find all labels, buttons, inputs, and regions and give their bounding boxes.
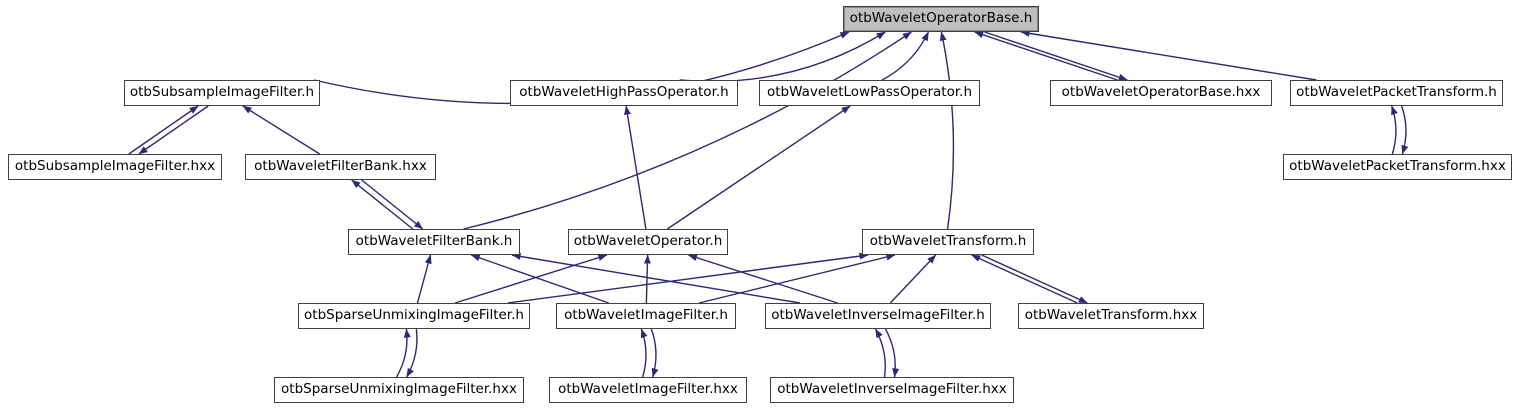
graph-edge-packet_h-to-root — [1020, 29, 1317, 81]
graph-node-label: otbWaveletFilterBank.h — [355, 233, 513, 250]
graph-node-lowpass_h[interactable]: otbWaveletLowPassOperator.h — [759, 80, 980, 106]
graph-edge-wifilter_h-to-wifilter_hxx — [650, 328, 659, 378]
graph-node-filterbank_h[interactable]: otbWaveletFilterBank.h — [348, 229, 520, 255]
graph-node-label: otbWaveletInverseImageFilter.h — [771, 307, 985, 324]
graph-edge-subsample_h-to-subsample_hxx — [138, 105, 209, 155]
graph-edge-operator_h-to-highpass_h — [624, 105, 647, 230]
graph-edge-filterbank_hxx-to-filterbank_h — [361, 179, 424, 230]
graph-node-label: otbWaveletPacketTransform.h — [1296, 84, 1497, 101]
graph-edge-winverse_h-to-winverse_hxx — [884, 328, 900, 378]
graph-edge-sparse_h-to-transform_h — [507, 252, 869, 304]
graph-node-opbase_hxx[interactable]: otbWaveletOperatorBase.hxx — [1050, 80, 1272, 106]
graph-node-subsample_hxx[interactable]: otbSubsampleImageFilter.hxx — [8, 154, 222, 180]
graph-node-label: otbWaveletHighPassOperator.h — [519, 84, 729, 101]
graph-node-label: otbWaveletOperatorBase.hxx — [1061, 84, 1261, 101]
graph-edge-sparse_h-to-operator_h — [454, 254, 608, 304]
graph-edge-winverse_h-to-filterbank_h — [511, 252, 801, 304]
graph-edge-root-to-opbase_hxx — [984, 31, 1128, 81]
graph-edge-transform_h-to-transform_hxx — [981, 254, 1088, 304]
graph-edge-sparse_h-to-filterbank_h — [416, 254, 432, 304]
graph-edge-wifilter_hxx-to-wifilter_h — [640, 328, 648, 378]
graph-node-label: otbSubsampleImageFilter.hxx — [14, 158, 216, 175]
graph-node-label: otbWaveletTransform.hxx — [1024, 307, 1198, 324]
graph-node-sparse_hxx[interactable]: otbSparseUnmixingImageFilter.hxx — [274, 377, 524, 403]
graph-node-label: otbSparseUnmixingImageFilter.h — [304, 307, 524, 324]
graph-node-label: otbWaveletOperator.h — [573, 233, 723, 250]
graph-edge-winverse_hxx-to-winverse_h — [874, 328, 886, 378]
graph-edge-highpass_h-to-root — [679, 31, 886, 83]
graph-edge-packet_hxx-to-packet_h — [1391, 105, 1398, 155]
graph-node-transform_hxx[interactable]: otbWaveletTransform.hxx — [1018, 303, 1204, 329]
graph-edge-wifilter_h-to-transform_h — [698, 253, 896, 304]
graph-node-wifilter_h[interactable]: otbWaveletImageFilter.h — [556, 303, 736, 329]
graph-node-highpass_h[interactable]: otbWaveletHighPassOperator.h — [510, 80, 738, 106]
graph-edge-packet_h-to-packet_hxx — [1401, 105, 1409, 155]
graph-edge-filterbank_h-to-root — [463, 31, 912, 230]
graph-node-subsample_h[interactable]: otbSubsampleImageFilter.h — [124, 80, 320, 106]
graph-node-root[interactable]: otbWaveletOperatorBase.h — [843, 6, 1039, 32]
graph-node-label: otbWaveletImageFilter.hxx — [558, 381, 738, 398]
graph-edge-operator_h-to-lowpass_h — [666, 105, 851, 230]
graph-node-wifilter_hxx[interactable]: otbWaveletImageFilter.hxx — [549, 377, 747, 403]
graph-edge-lowpass_h-to-root — [881, 31, 930, 81]
graph-node-transform_h[interactable]: otbWaveletTransform.h — [862, 229, 1034, 255]
graph-node-label: otbSubsampleImageFilter.h — [129, 84, 315, 101]
graph-edge-transform_h-to-root — [939, 31, 955, 230]
graph-node-label: otbWaveletLowPassOperator.h — [766, 84, 973, 101]
graph-node-operator_h[interactable]: otbWaveletOperator.h — [568, 229, 728, 255]
graph-edge-transform_hxx-to-transform_h — [971, 254, 1078, 304]
graph-node-label: otbWaveletPacketTransform.hxx — [1289, 158, 1506, 175]
graph-node-label: otbWaveletOperatorBase.h — [849, 10, 1033, 27]
graph-edge-wifilter_h-to-filterbank_h — [470, 254, 609, 304]
graph-node-sparse_h[interactable]: otbSparseUnmixingImageFilter.h — [298, 303, 530, 329]
graph-node-label: otbWaveletImageFilter.h — [564, 307, 728, 324]
graph-edge-filterbank_h-to-filterbank_hxx — [351, 179, 414, 230]
graph-edge-sparse_hxx-to-sparse_h — [396, 328, 411, 378]
graph-edge-filterbank_hxx-to-subsample_h — [242, 105, 321, 155]
graph-node-label: otbWaveletInverseImageFilter.hxx — [777, 381, 1007, 398]
graph-edge-sparse_h-to-sparse_hxx — [406, 328, 418, 378]
graph-edge-winverse_h-to-transform_h — [889, 254, 937, 304]
graph-edge-wifilter_h-to-operator_h — [643, 254, 651, 304]
graph-edge-opbase_hxx-to-root — [974, 31, 1118, 81]
graph-edge-winverse_h-to-operator_h — [688, 254, 838, 304]
graph-node-winverse_hxx[interactable]: otbWaveletInverseImageFilter.hxx — [770, 377, 1014, 403]
graph-node-packet_h[interactable]: otbWaveletPacketTransform.h — [1290, 80, 1503, 106]
graph-node-label: otbSparseUnmixingImageFilter.hxx — [281, 381, 517, 398]
graph-node-winverse_h[interactable]: otbWaveletInverseImageFilter.h — [765, 303, 991, 329]
graph-node-label: otbWaveletFilterBank.hxx — [254, 158, 427, 175]
graph-node-filterbank_hxx[interactable]: otbWaveletFilterBank.hxx — [245, 154, 436, 180]
graph-node-label: otbWaveletTransform.h — [869, 233, 1027, 250]
graph-edge-subsample_hxx-to-subsample_h — [128, 105, 199, 155]
graph-node-packet_hxx[interactable]: otbWaveletPacketTransform.hxx — [1283, 154, 1512, 180]
